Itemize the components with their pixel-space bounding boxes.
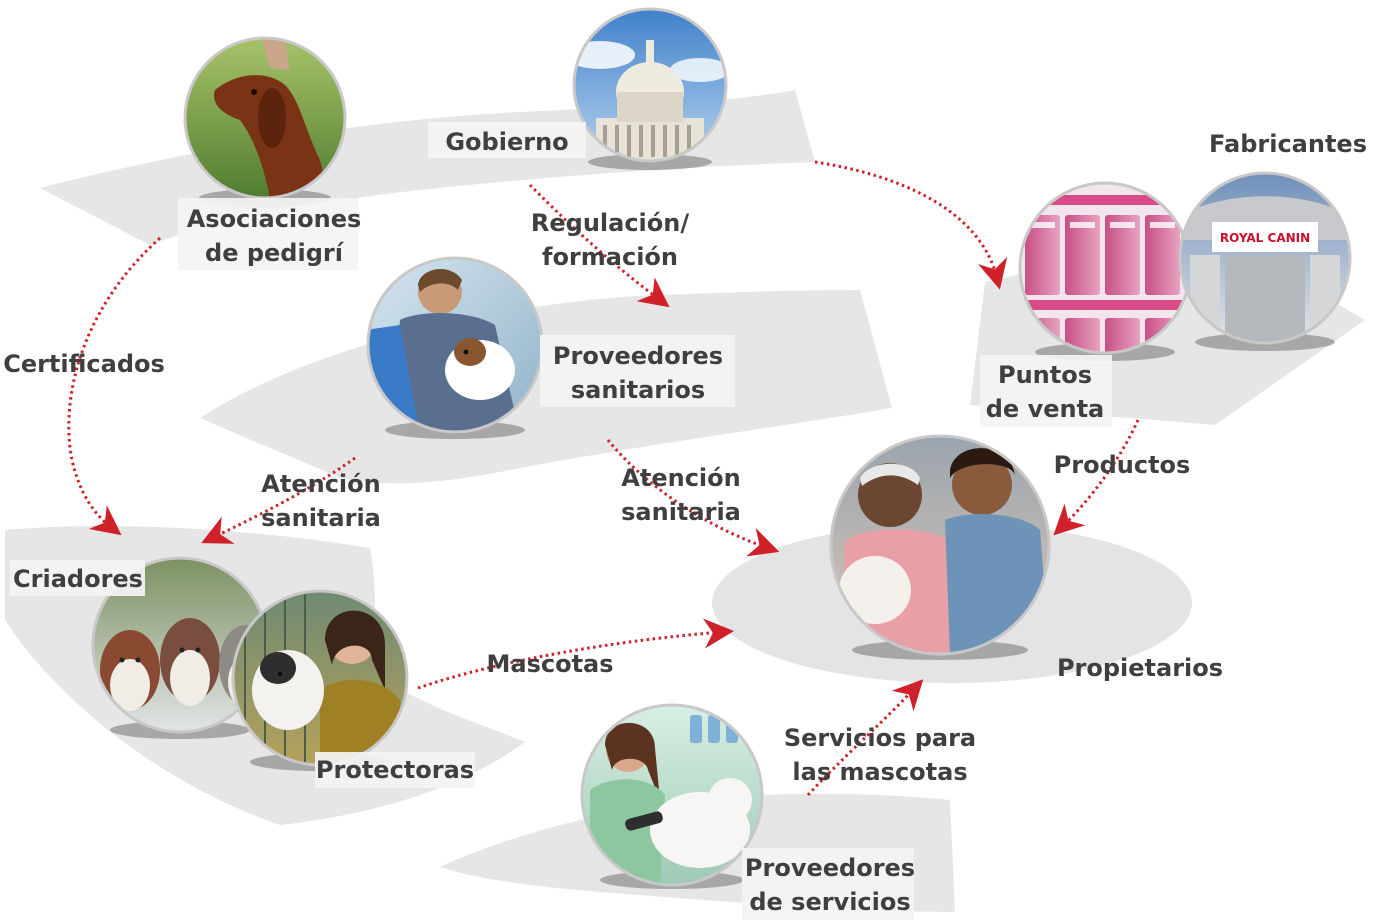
arrow-atencion-right	[606, 439, 780, 557]
arrow-atencion-left	[201, 456, 356, 544]
capitol-photo	[572, 7, 728, 170]
arrow-gobierno-to-puntos	[814, 160, 1008, 290]
flow-servicios-2: las mascotas	[792, 758, 967, 786]
label-asociaciones-2: de pedigrí	[205, 239, 345, 267]
pet-shop-photo	[1018, 181, 1192, 361]
flow-certificados: Certificados	[3, 350, 165, 378]
flow-regulacion-2: formación	[542, 243, 678, 271]
flow-regulacion-1: Regulación/	[531, 209, 689, 237]
label-proveedores-servicios-2: de servicios	[749, 888, 910, 916]
label-gobierno: Gobierno	[445, 128, 568, 156]
flow-servicios-1: Servicios para	[784, 724, 976, 752]
label-proveedores-servicios-1: Proveedores	[745, 854, 915, 882]
factory-photo: ROYAL CANIN	[1178, 171, 1352, 351]
label-protectoras: Protectoras	[316, 756, 474, 784]
label-criadores: Criadores	[13, 565, 143, 593]
label-proveedores-sanitarios-2: sanitarios	[571, 376, 705, 404]
brand-logo: ROYAL CANIN	[1220, 231, 1310, 245]
owners-photo	[829, 434, 1051, 660]
groomer-photo	[580, 703, 764, 889]
arrow-certificados	[67, 236, 162, 536]
vet-photo	[366, 256, 544, 439]
flow-mascotas: Mascotas	[486, 650, 613, 678]
flow-atencion-right-2: sanitaria	[621, 498, 741, 526]
shelter-photo	[231, 589, 409, 771]
label-fabricantes: Fabricantes	[1209, 130, 1367, 158]
arrow-productos	[1053, 419, 1140, 536]
label-puntos-1: Puntos	[998, 361, 1092, 389]
label-asociaciones-1: Asociaciones	[187, 205, 362, 233]
arrow-servicios	[806, 679, 924, 797]
label-proveedores-sanitarios-1: Proveedores	[553, 342, 723, 370]
label-propietarios: Propietarios	[1057, 654, 1223, 682]
flow-productos: Productos	[1054, 451, 1191, 479]
flow-atencion-left-1: Atención	[261, 470, 380, 498]
flow-atencion-left-2: sanitaria	[261, 504, 381, 532]
label-puntos-2: de venta	[986, 395, 1105, 423]
flow-atencion-right-1: Atención	[621, 464, 740, 492]
